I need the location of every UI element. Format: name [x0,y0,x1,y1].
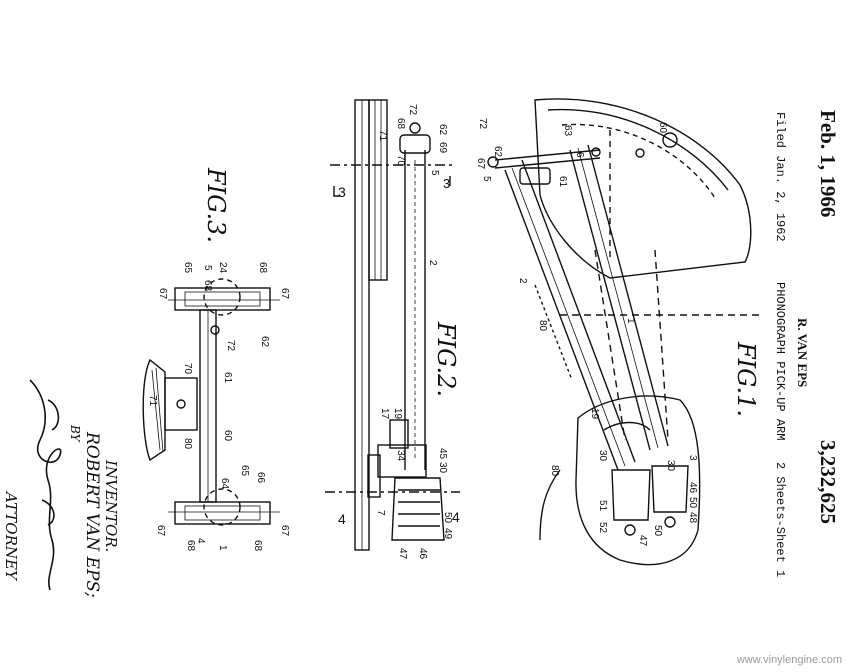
svg-text:66: 66 [255,472,266,484]
svg-text:71: 71 [377,130,388,142]
svg-text:51: 51 [597,500,608,512]
svg-text:67: 67 [279,525,290,537]
svg-text:67: 67 [279,288,290,300]
svg-text:60: 60 [657,122,668,134]
svg-text:47: 47 [637,535,648,547]
svg-text:63: 63 [562,125,573,137]
fig1-drawing [487,98,760,566]
svg-text:1: 1 [217,545,228,551]
svg-text:45: 45 [437,448,448,460]
svg-text:62: 62 [492,146,503,158]
svg-text:46: 46 [687,482,698,494]
svg-text:68: 68 [395,118,406,130]
svg-text:80: 80 [549,465,560,477]
fig2-drawing [325,99,460,551]
fig3-drawing [142,278,280,526]
svg-text:1: 1 [625,318,636,324]
svg-text:60: 60 [222,430,233,442]
svg-text:70: 70 [395,155,406,167]
svg-text:7: 7 [375,510,386,516]
svg-text:34: 34 [395,450,406,462]
svg-text:70: 70 [182,363,193,375]
svg-text:65: 65 [239,465,250,477]
svg-text:30: 30 [665,460,676,472]
svg-text:72: 72 [407,104,418,116]
svg-text:3: 3 [687,455,698,461]
svg-text:30: 30 [437,462,448,474]
svg-text:68: 68 [202,280,213,292]
section-mark-3-left: 3 [338,184,346,200]
svg-text:68: 68 [257,262,268,274]
svg-text:61: 61 [557,176,568,188]
svg-text:50: 50 [687,497,698,509]
svg-text:80: 80 [537,320,548,332]
svg-text:19: 19 [589,408,600,420]
svg-text:80: 80 [182,438,193,450]
svg-text:30: 30 [597,450,608,462]
watermark: www.vinylengine.com [736,654,842,666]
section-mark-4-left: 4 [338,511,346,527]
svg-text:17: 17 [379,408,390,420]
svg-text:65: 65 [182,262,193,274]
svg-text:46: 46 [417,548,428,560]
svg-text:62: 62 [437,124,448,136]
svg-text:72: 72 [225,340,236,352]
svg-text:67: 67 [155,525,166,537]
svg-text:50: 50 [442,512,453,524]
section-mark-3-right: 3 [443,176,451,191]
svg-text:24: 24 [217,262,228,274]
svg-text:48: 48 [687,512,698,524]
svg-text:71: 71 [147,395,158,407]
svg-text:5: 5 [481,176,492,182]
svg-text:72: 72 [477,118,488,130]
svg-text:5: 5 [429,170,440,176]
svg-text:47: 47 [397,548,408,560]
svg-text:67: 67 [475,158,486,170]
svg-text:19: 19 [392,408,403,420]
svg-text:49: 49 [442,528,453,540]
svg-text:52: 52 [597,522,608,534]
svg-text:64: 64 [219,478,230,490]
svg-text:50: 50 [652,525,663,537]
svg-text:67: 67 [157,288,168,300]
svg-text:4: 4 [195,538,206,544]
svg-text:2: 2 [517,278,528,284]
svg-text:68: 68 [252,540,263,552]
svg-text:2: 2 [427,260,438,266]
svg-text:62: 62 [259,336,270,348]
svg-text:61: 61 [222,372,233,384]
svg-text:6: 6 [574,152,585,158]
attorney-signature [29,379,62,591]
svg-text:68: 68 [185,540,196,552]
svg-text:5: 5 [202,265,213,271]
svg-text:69: 69 [437,142,448,154]
section-mark-4-right: 4 [452,509,460,525]
